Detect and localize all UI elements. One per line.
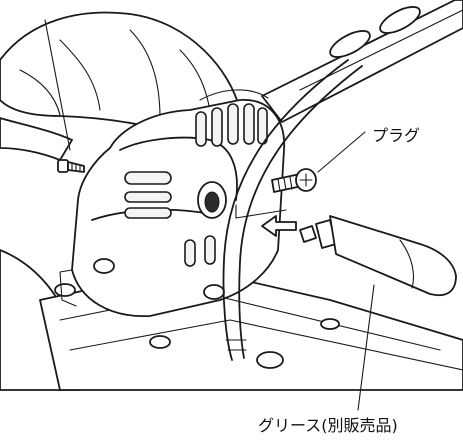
leader-lines bbox=[44, 19, 375, 411]
hose bbox=[222, 59, 363, 361]
grease-tube bbox=[299, 215, 457, 297]
plug-label: プラグ bbox=[372, 126, 421, 145]
arrow-left-outline-icon bbox=[261, 215, 297, 237]
plug-part bbox=[271, 168, 317, 193]
small-screw-left bbox=[57, 159, 85, 173]
grease-label: グリース(別販売品) bbox=[258, 416, 398, 435]
gear-case bbox=[59, 89, 285, 317]
drive-shaft-pipe bbox=[261, 0, 463, 123]
